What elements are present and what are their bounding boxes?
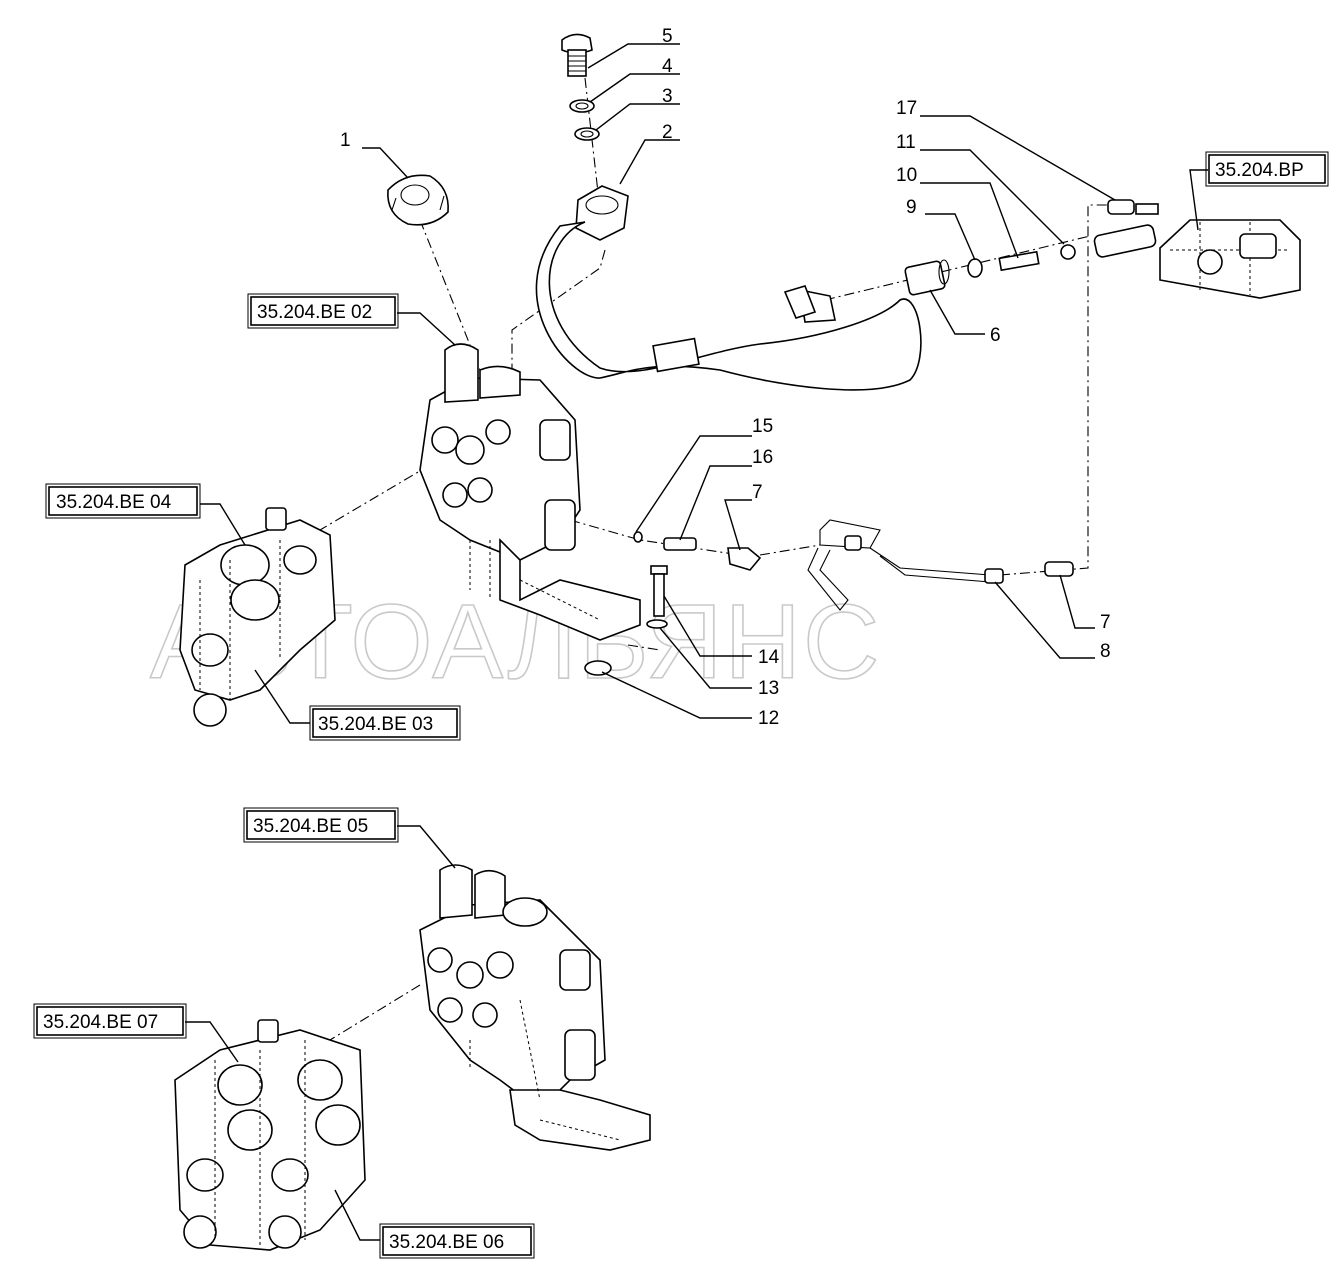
callout-4: 4 [662,56,673,77]
callout-9: 9 [906,197,917,218]
washer-part-3 [574,127,600,141]
control-valve-block-upper [419,343,641,641]
callout-7-left: 7 [752,482,763,503]
control-valve-block-lower [419,864,651,1151]
ref-box-be05[interactable]: 35.204.BE 05 [243,807,399,843]
cap-part-1 [387,174,449,226]
valve-housing-bp [1159,219,1301,299]
ref-label-be07: 35.204.BE 07 [43,1012,158,1033]
ref-label-be04: 35.204.BE 04 [56,492,172,513]
banjo-bolt-part-5 [561,33,593,77]
ref-label-bp: 35.204.BP [1215,160,1304,181]
washer-part-12 [584,660,612,676]
fitting-part-7b [1044,561,1074,577]
callout-1: 1 [340,130,351,151]
ref-label-be03: 35.204.BE 03 [318,714,433,735]
adapter-part-6 [904,259,950,296]
o-ring-part-15 [633,531,643,543]
callout-13: 13 [758,678,779,699]
leader-lines [185,43,1208,1241]
callout-3: 3 [662,86,673,107]
nipple-part-16 [663,537,697,551]
pipe-part-2 [535,185,922,391]
valve-section-be04 [179,507,336,727]
connector-part-17 [1093,199,1159,258]
bolt-part-14 [650,565,668,617]
callout-2: 2 [662,122,673,143]
ref-box-be04[interactable]: 35.204.BE 04 [45,483,201,519]
callout-6: 6 [990,325,1001,346]
callout-10: 10 [896,165,917,186]
ref-box-be06[interactable]: 35.204.BE 06 [379,1223,535,1259]
spring-part-10 [998,250,1040,272]
callout-11: 11 [896,132,916,153]
callout-7-right: 7 [1100,612,1111,633]
ref-box-be02[interactable]: 35.204.BE 02 [247,293,399,329]
ref-box-be07[interactable]: 35.204.BE 07 [33,1003,187,1039]
ball-part-11 [1060,244,1076,260]
ref-label-be05: 35.204.BE 05 [253,816,368,837]
pipe-part-8 [807,519,1004,611]
callout-5: 5 [662,26,673,47]
ref-box-bp[interactable]: 35.204.BP [1205,151,1329,187]
callout-16: 16 [752,447,773,468]
ref-label-be02: 35.204.BE 02 [257,302,372,323]
washer-part-4 [569,99,595,113]
callout-15: 15 [752,416,773,437]
elbow-part-7 [727,547,762,571]
washer-part-13 [646,619,668,629]
callout-numbers: 5 4 3 2 1 17 11 10 9 6 15 16 7 7 8 14 13… [340,26,1111,729]
callout-14: 14 [758,647,780,668]
ref-label-be06: 35.204.BE 06 [389,1232,504,1253]
callout-12: 12 [758,708,779,729]
washer-part-9 [967,258,983,278]
callout-17: 17 [896,98,917,119]
valve-sections-be07-be06 [174,1019,366,1251]
assembly-lines [319,77,1110,1041]
callout-8: 8 [1100,641,1111,662]
ref-box-be03[interactable]: 35.204.BE 03 [309,705,461,741]
